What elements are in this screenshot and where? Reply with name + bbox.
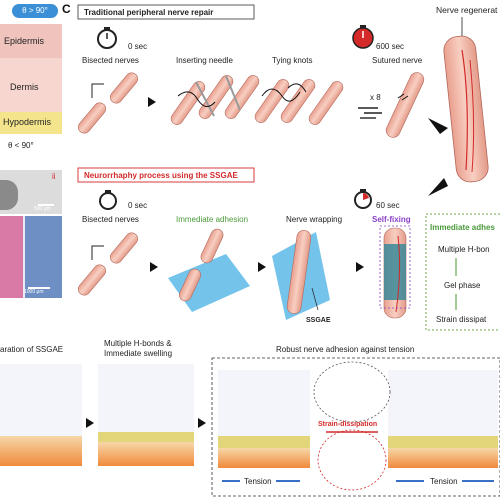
ssgae-step-bisected: Bisected nerves [82, 215, 139, 224]
ssgae-step-wrapping: Nerve wrapping [286, 215, 342, 224]
arrow-to-regen-top [428, 118, 448, 134]
trad-step-bisected: Bisected nerves [82, 56, 139, 65]
ssgae-time-start: 0 sec [128, 201, 147, 210]
bottom-panel-3 [218, 361, 498, 491]
ssgae-step-adhesion: Immediate adhesion [176, 215, 248, 224]
trad-step-tying: Tying knots [272, 56, 312, 65]
stopwatch-start-icon-2 [99, 190, 117, 210]
micrograph-top: ii 500 μm [0, 170, 62, 214]
angle-bottom-label: θ < 90° [8, 141, 34, 150]
micro-pink-region [0, 216, 24, 298]
right-box-item-2: Gel phase [444, 281, 481, 290]
scale-label-1000: 1000 μm [24, 289, 44, 295]
right-box-item-1: Multiple H-bon [438, 245, 490, 254]
nerve-regenerated [443, 35, 489, 183]
hypodermis-label: Hypodermis [3, 117, 52, 127]
traditional-title: Traditional peripheral nerve repair [84, 8, 213, 17]
tension-label-right: Tension [430, 477, 458, 486]
stopwatch-end-icon-2 [354, 189, 372, 209]
bottom-panel-1 [0, 364, 82, 466]
right-box-title: Immediate adhes [430, 223, 495, 232]
tension-label-left: Tension [244, 477, 272, 486]
right-box-item-3: Strain dissipat [436, 315, 487, 324]
nerve-regen-title: Nerve regenerat [436, 5, 498, 15]
bottom-p3-label: Robust nerve adhesion against tension [276, 345, 414, 354]
skin-dermis-band [0, 58, 62, 112]
ssgae-arrow-2 [258, 262, 266, 272]
ssgae-sheet-label: SSGAE [306, 317, 331, 324]
micrograph-bottom: 1000 μm [0, 216, 62, 298]
bottom-panel-2 [98, 364, 194, 466]
trad-repeat-label: x 8 [370, 93, 381, 102]
trad-needle-step-nerves [170, 75, 260, 125]
stopwatch-end-icon [352, 25, 374, 49]
bottom-p2-line1: Multiple H-bonds & [104, 339, 172, 348]
right-adhesion-box [425, 213, 500, 331]
ssgae-arrow-1 [150, 262, 158, 272]
trad-bisected-nerves [77, 72, 139, 134]
ssgae-time-end: 60 sec [376, 201, 400, 210]
ssgae-adhesion-sheet [168, 228, 250, 312]
dermis-label: Dermis [10, 82, 39, 92]
trad-extra-nerve [308, 81, 344, 125]
trad-speed-lines [358, 107, 382, 119]
micro-label-ii: ii [52, 172, 56, 181]
bottom-p1-label: aration of SSGAE [0, 345, 63, 354]
ssgae-arrow-3 [356, 262, 364, 272]
ssgae-step-selffixing: Self-fixing [372, 215, 411, 224]
strain-label: Strain-dissipation [318, 421, 377, 428]
stopwatch-start-icon [97, 27, 117, 49]
traditional-title-box [77, 4, 255, 20]
bottom-p2-line2: Immediate swelling [104, 349, 172, 358]
ssgae-bisected-nerves [77, 232, 139, 296]
panel-letter-c: C [62, 2, 71, 16]
trad-step-inserting: Inserting needle [176, 56, 233, 65]
skin-epidermis-band [0, 24, 62, 58]
epidermis-label: Epidermis [4, 36, 45, 46]
ssgae-selffixed-nerve [379, 225, 411, 319]
ssgae-title: Neurorrhaphy process using the SSGAE [84, 171, 238, 180]
skin-hypodermis-band [0, 112, 62, 134]
micro-divider [23, 216, 25, 298]
bottom-arrow-1 [86, 418, 94, 428]
bottom-arrow-2 [198, 418, 206, 428]
trad-tying-knots-nerves [254, 79, 316, 123]
traditional-time-start: 0 sec [128, 42, 147, 51]
ssgae-title-box [77, 167, 255, 183]
scale-bar-1000 [28, 287, 50, 289]
trad-sutured-nerve [385, 72, 425, 138]
arrow-to-regen-bottom [428, 178, 448, 196]
trad-arrow-1 [148, 97, 156, 107]
micro-blue-region [24, 216, 62, 298]
ssgae-wrapping [272, 230, 330, 320]
trad-step-sutured: Sutured nerve [372, 56, 423, 65]
scale-label-500: 500 μm [34, 206, 51, 212]
angle-badge: θ > 90° [12, 4, 58, 18]
traditional-time-end: 600 sec [376, 42, 404, 51]
scale-bar-500 [38, 204, 54, 206]
micrograph-tissue [0, 180, 18, 210]
skin-layer-panel: θ > 90° Epidermis Dermis Hypodermis θ < … [0, 0, 62, 150]
